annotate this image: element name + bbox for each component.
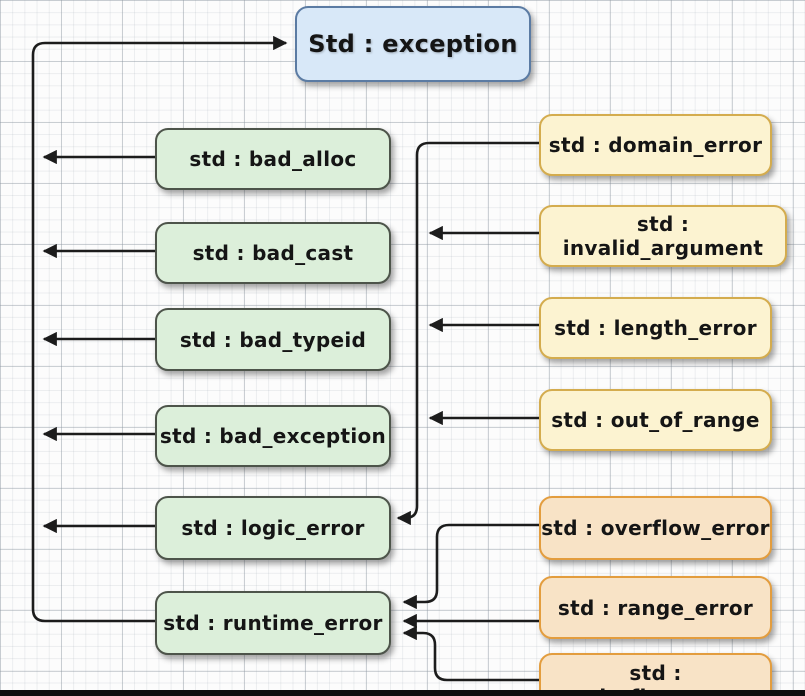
edge-underflow-error: [402, 625, 539, 682]
node-std-range-error: std : range_error: [539, 576, 772, 639]
node-std-bad-typeid: std : bad_typeid: [155, 308, 391, 371]
node-std-length-error: std : length_error: [539, 297, 772, 359]
bottom-letterbox-bar: [0, 690, 805, 696]
edge-overflow-error: [402, 523, 539, 610]
node-std-domain-error: std : domain_error: [539, 114, 772, 176]
node-std-bad-cast: std : bad_cast: [155, 222, 391, 284]
node-std-bad-alloc: std : bad_alloc: [155, 128, 391, 190]
node-std-bad-exception: std : bad_exception: [155, 405, 391, 467]
node-std-out-of-range: std : out_of_range: [539, 389, 772, 451]
node-std-exception: Std : exception: [295, 6, 531, 82]
node-std-invalid-argument: std : invalid_argument: [539, 205, 787, 267]
edge-left-trunk-to-exception: [31, 35, 288, 623]
edge-mid-trunk-to-logic-error: [396, 141, 539, 526]
node-std-runtime-error: std : runtime_error: [155, 591, 391, 655]
node-std-logic-error: std : logic_error: [155, 496, 391, 560]
node-std-overflow-error: std : overflow_error: [539, 496, 772, 560]
